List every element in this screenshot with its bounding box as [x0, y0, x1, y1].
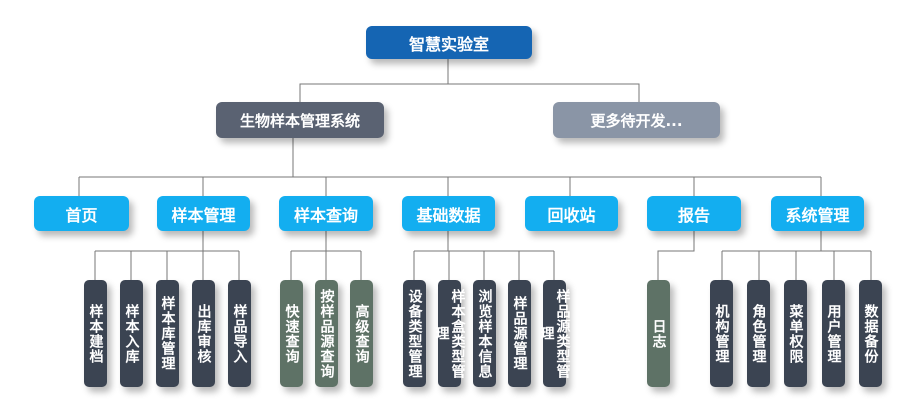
leaf-node: 样品源管理 — [508, 280, 531, 387]
leaf-node: 样品导入 — [228, 280, 251, 387]
leaf-label: 样本盒类型管理 — [433, 288, 466, 379]
leaf-node: 数据备份 — [859, 280, 882, 387]
leaf-node: 快速查询 — [280, 280, 303, 387]
leaf-label: 浏览样本信息 — [476, 288, 493, 379]
module-recycle-bin: 回收站 — [525, 196, 618, 231]
module-label: 基础数据 — [416, 205, 481, 225]
root-node: 智慧实验室 — [366, 26, 532, 59]
branch-more-to-develop: 更多待开发... — [553, 102, 720, 138]
leaf-node: 高级查询 — [350, 280, 373, 387]
leaf-label: 菜单权限 — [787, 303, 804, 364]
leaf-label: 设备类型管理 — [406, 288, 423, 379]
module-system-management: 系统管理 — [771, 196, 864, 231]
branch-label: 生物样本管理系统 — [239, 111, 360, 130]
leaf-node: 样本库管理 — [156, 280, 179, 387]
module-home: 首页 — [34, 196, 129, 231]
leaf-label: 出库审核 — [195, 303, 212, 364]
module-label: 样本管理 — [171, 205, 236, 225]
leaf-label: 数据备份 — [862, 303, 879, 364]
leaf-node: 设备类型管理 — [403, 280, 426, 387]
leaf-node: 按样品源查询 — [315, 280, 338, 387]
leaf-label: 样本库管理 — [159, 296, 176, 371]
leaf-node: 样本建档 — [84, 280, 107, 387]
leaf-label: 样品源类型管理 — [538, 288, 571, 379]
module-sample-management: 样本管理 — [157, 196, 250, 231]
leaf-label: 样本建档 — [87, 303, 104, 364]
leaf-label: 快速查询 — [283, 303, 300, 364]
module-label: 首页 — [65, 205, 98, 225]
branch-label: 更多待开发... — [590, 111, 683, 130]
leaf-node: 浏览样本信息 — [473, 280, 496, 387]
module-basic-data: 基础数据 — [402, 196, 495, 231]
leaf-label: 角色管理 — [750, 303, 767, 364]
leaf-node: 样本盒类型管理 — [434, 280, 466, 387]
module-label: 系统管理 — [785, 205, 850, 225]
leaf-node: 样本入库 — [120, 280, 143, 387]
leaf-node: 菜单权限 — [784, 280, 807, 387]
leaf-node: 样品源类型管理 — [539, 280, 571, 387]
leaf-node: 用户管理 — [822, 280, 845, 387]
leaf-node: 机构管理 — [710, 280, 733, 387]
module-reports: 报告 — [647, 196, 741, 231]
leaf-label: 日志 — [650, 318, 667, 349]
module-sample-query: 样本查询 — [279, 196, 373, 231]
leaf-node: 日志 — [647, 280, 670, 387]
leaf-label: 机构管理 — [713, 303, 730, 364]
module-label: 回收站 — [547, 205, 596, 225]
leaf-node: 角色管理 — [747, 280, 770, 387]
branch-bio-sample-system: 生物样本管理系统 — [216, 102, 384, 138]
module-label: 样本查询 — [293, 205, 358, 225]
leaf-label: 样品源管理 — [511, 296, 528, 371]
leaf-label: 高级查询 — [353, 303, 370, 364]
root-label: 智慧实验室 — [408, 34, 489, 54]
leaf-label: 用户管理 — [825, 303, 842, 364]
leaf-node: 出库审核 — [192, 280, 215, 387]
leaf-label: 按样品源查询 — [318, 288, 335, 379]
leaf-label: 样本入库 — [123, 303, 140, 364]
module-label: 报告 — [677, 205, 710, 225]
leaf-label: 样品导入 — [231, 303, 248, 364]
